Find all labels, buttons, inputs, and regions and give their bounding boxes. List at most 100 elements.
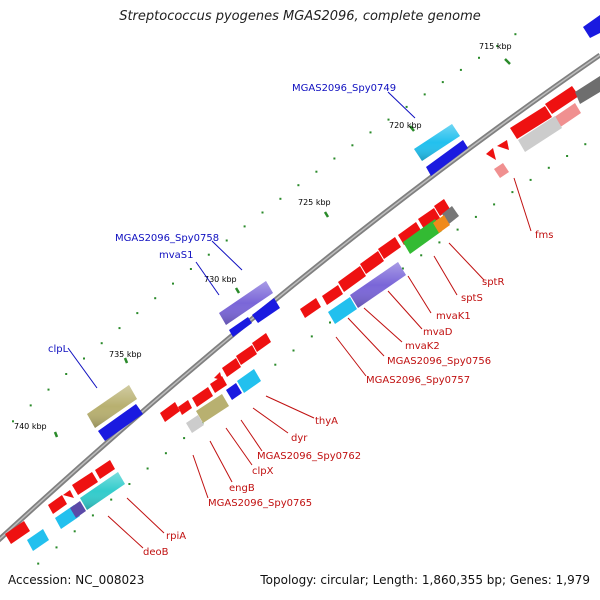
gene-red-lc-2[interactable] bbox=[178, 400, 192, 415]
gene-fms-2[interactable] bbox=[497, 140, 509, 150]
scale-dot-outer-12 bbox=[172, 282, 174, 285]
label-mvaD[interactable]: mvaD bbox=[423, 327, 453, 338]
label-sptR[interactable]: sptR bbox=[482, 277, 504, 288]
gene-red-mid-7[interactable] bbox=[418, 208, 440, 229]
gene-red-bl-5[interactable] bbox=[95, 460, 115, 479]
gene-lightgray-tr[interactable] bbox=[518, 116, 562, 152]
gene-lightgray-lc[interactable] bbox=[186, 415, 204, 433]
tick-725 bbox=[323, 211, 330, 218]
label-clpL[interactable]: clpL bbox=[48, 344, 69, 355]
label-spy0762[interactable]: MGAS2096_Spy0762 bbox=[257, 451, 361, 462]
gene-red-lc-6[interactable] bbox=[222, 358, 241, 377]
leader-rpiA bbox=[126, 497, 165, 534]
gene-purple-mid-shade bbox=[350, 262, 406, 308]
leader-sptR bbox=[448, 242, 485, 281]
label-dyr[interactable]: dyr bbox=[291, 433, 308, 444]
gene-fms-pink[interactable] bbox=[494, 163, 509, 178]
label-rpiA[interactable]: rpiA bbox=[166, 531, 186, 542]
gene-cyan-mid[interactable] bbox=[328, 297, 357, 324]
gene-spy0749-cyan-shade bbox=[414, 124, 460, 161]
label-mvaS1[interactable]: mvaS1 bbox=[159, 250, 194, 261]
gene-red-mid-5[interactable] bbox=[378, 237, 401, 259]
label-fms[interactable]: fms bbox=[535, 230, 553, 241]
label-spy0749[interactable]: MGAS2096_Spy0749 bbox=[292, 83, 396, 94]
gene-purple-bl[interactable] bbox=[70, 501, 86, 518]
gene-green-mid[interactable] bbox=[403, 219, 442, 254]
label-clpX[interactable]: clpX bbox=[252, 466, 274, 477]
label-thyA[interactable]: thyA bbox=[315, 416, 338, 427]
gene-orange-mid[interactable] bbox=[433, 215, 450, 233]
leader-spy0762 bbox=[240, 419, 263, 452]
leader-sptS bbox=[433, 255, 458, 296]
leader-spy0756 bbox=[347, 317, 385, 357]
scale-dot-outer-11 bbox=[154, 297, 157, 300]
gene-red-mid-6[interactable] bbox=[398, 222, 422, 245]
gene-red-lc-1[interactable] bbox=[160, 402, 180, 422]
gene-blue-lc[interactable] bbox=[226, 383, 242, 400]
gene-red-lc-4[interactable] bbox=[210, 376, 227, 393]
scale-dot-outer-26 bbox=[423, 93, 426, 96]
gene-fms-1[interactable] bbox=[486, 148, 496, 160]
genome-backbone-inner bbox=[0, 54, 600, 540]
gene-red-tr-1[interactable] bbox=[510, 106, 552, 139]
gene-red-tr-2[interactable] bbox=[545, 86, 579, 114]
gene-mvaS1-blue[interactable] bbox=[229, 317, 252, 337]
accession-text: Accession: NC_008023 bbox=[8, 573, 145, 587]
tick-label-715: 715 kbp bbox=[479, 42, 512, 51]
topology-summary: Topology: circular; Length: 1,860,355 bp… bbox=[260, 573, 590, 587]
scale-dot-outer-27 bbox=[441, 81, 444, 84]
scale-dot-outer-31 bbox=[514, 33, 517, 36]
scale-dot-outer-25 bbox=[405, 105, 408, 108]
gene-red-lc-3[interactable] bbox=[192, 387, 213, 407]
gene-clpL-blue[interactable] bbox=[98, 404, 143, 441]
scale-dot-inner-17 bbox=[329, 321, 331, 324]
label-spy0765[interactable]: MGAS2096_Spy0765 bbox=[208, 498, 312, 509]
leader-spy0749 bbox=[387, 91, 416, 119]
gene-red-mid-4[interactable] bbox=[360, 251, 384, 274]
scale-dot-outer-18 bbox=[279, 197, 282, 200]
gene-red-lc-8[interactable] bbox=[252, 333, 271, 352]
scale-dot-inner-22 bbox=[420, 254, 423, 257]
tick-label-735: 735 kbp bbox=[109, 350, 142, 359]
gene-red-mid-2[interactable] bbox=[322, 285, 343, 305]
scale-dot-inner-27 bbox=[511, 191, 514, 194]
gene-red-mid-1[interactable] bbox=[300, 298, 321, 318]
label-spy0756[interactable]: MGAS2096_Spy0756 bbox=[387, 356, 491, 367]
gene-red-bl-1[interactable] bbox=[5, 521, 30, 544]
gene-spy0749-blue[interactable] bbox=[426, 140, 468, 176]
tick-740 bbox=[53, 431, 59, 438]
gene-red-lc-5[interactable] bbox=[214, 372, 222, 380]
label-sptS[interactable]: sptS bbox=[461, 293, 483, 304]
tick-label-740: 740 kbp bbox=[14, 422, 47, 431]
scale-dot-inner-4 bbox=[91, 514, 94, 517]
scale-dot-inner-30 bbox=[566, 155, 569, 157]
gene-red-bl-4[interactable] bbox=[72, 472, 98, 495]
label-mvaK2[interactable]: mvaK2 bbox=[405, 341, 440, 352]
gene-red-bl-3[interactable] bbox=[63, 490, 74, 498]
gene-olive-lc[interactable] bbox=[196, 394, 229, 423]
scale-dot-inner-2 bbox=[55, 546, 58, 549]
leader-mvaK1 bbox=[407, 275, 432, 314]
label-spy0757[interactable]: MGAS2096_Spy0757 bbox=[366, 375, 470, 386]
gene-cyan-lc[interactable] bbox=[237, 369, 261, 393]
leader-spy0765 bbox=[192, 454, 209, 499]
scale-dot-outer-29 bbox=[478, 56, 480, 59]
label-spy0758[interactable]: MGAS2096_Spy0758 bbox=[115, 233, 219, 244]
leader-mvaD bbox=[387, 290, 423, 330]
gene-mvaS1-blue-2[interactable] bbox=[252, 298, 280, 323]
scale-dot-outer-16 bbox=[243, 225, 246, 228]
gene-cyan-bl-1[interactable] bbox=[27, 529, 49, 551]
gene-red-bl-2[interactable] bbox=[48, 495, 67, 514]
scale-dot-inner-9 bbox=[183, 437, 186, 440]
gene-red-mid-3[interactable] bbox=[338, 266, 366, 292]
scale-dot-inner-28 bbox=[529, 178, 532, 181]
tick-marks bbox=[53, 58, 511, 438]
label-deoB[interactable]: deoB bbox=[143, 547, 169, 558]
scale-dot-inner-1 bbox=[37, 562, 40, 565]
gene-red-lc-7[interactable] bbox=[236, 345, 257, 365]
gene-blue-top-right[interactable] bbox=[583, 15, 600, 38]
scale-dot-outer-28 bbox=[459, 68, 462, 71]
label-mvaK1[interactable]: mvaK1 bbox=[436, 311, 471, 322]
label-engB[interactable]: engB bbox=[229, 483, 255, 494]
gene-gray-tr[interactable] bbox=[575, 76, 600, 104]
